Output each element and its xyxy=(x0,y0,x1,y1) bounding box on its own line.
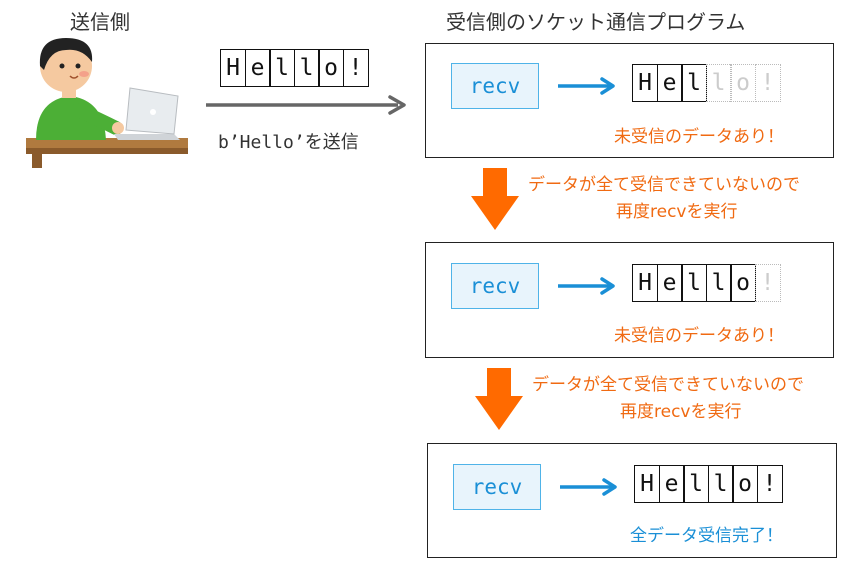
person-with-laptop-icon xyxy=(26,38,188,168)
status-text: 未受信のデータあり！ xyxy=(614,326,784,346)
arrow-right-icon xyxy=(560,478,617,496)
buffer-char: e xyxy=(658,465,685,503)
transition-note-line: 再度recvを実行 xyxy=(620,402,742,422)
buffer-char: e xyxy=(656,64,683,102)
message-char: l xyxy=(269,49,295,87)
arrow-right-icon xyxy=(558,77,615,95)
recv-step-panel: recv H e l l o ! 未受信のデータあり！ xyxy=(425,242,834,358)
status-text: 全データ受信完了！ xyxy=(630,526,783,546)
transition-note: データが全て受信できていないので 再度recvを実行 xyxy=(532,372,804,426)
recv-step-panel: recv H e l l o ! 未受信のデータあり！ xyxy=(425,43,834,158)
recv-buffer: H e l l o ! xyxy=(632,264,781,302)
transition-note-line: データが全て受信できていないので xyxy=(528,175,800,195)
buffer-char-pending: l xyxy=(705,64,732,102)
recv-step-panel: recv H e l l o ! 全データ受信完了！ xyxy=(427,443,837,558)
down-arrow-icon xyxy=(471,168,519,230)
buffer-char: e xyxy=(656,264,683,302)
buffer-char: l xyxy=(681,264,707,302)
buffer-char: l xyxy=(705,264,732,302)
transition-note-line: データが全て受信できていないので xyxy=(532,375,804,395)
send-arrow-icon xyxy=(206,95,406,115)
buffer-char: H xyxy=(632,264,658,302)
sender-message: H e l l o ! xyxy=(220,49,369,87)
status-text: 未受信のデータあり！ xyxy=(614,127,784,147)
down-arrow-icon xyxy=(475,368,523,430)
buffer-char-pending: o xyxy=(730,64,756,102)
buffer-char: H xyxy=(632,64,658,102)
buffer-char: l xyxy=(683,465,709,503)
message-char: ! xyxy=(342,49,369,87)
recv-button: recv xyxy=(451,263,539,309)
recv-button: recv xyxy=(453,464,541,510)
sender-label: 送信側 xyxy=(70,10,130,34)
buffer-char: o xyxy=(732,465,758,503)
buffer-char: ! xyxy=(756,465,783,503)
buffer-char: o xyxy=(730,264,756,302)
arrow-right-icon xyxy=(558,277,615,295)
buffer-char-pending: ! xyxy=(754,64,781,102)
transition-note-line: 再度recvを実行 xyxy=(616,202,738,222)
buffer-char: l xyxy=(681,64,707,102)
message-char: l xyxy=(293,49,320,87)
send-label: b’Hello’を送信 xyxy=(218,132,359,153)
transition-note: データが全て受信できていないので 再度recvを実行 xyxy=(528,172,800,226)
recv-buffer: H e l l o ! xyxy=(632,64,781,102)
recv-buffer: H e l l o ! xyxy=(634,465,783,503)
buffer-char: H xyxy=(634,465,660,503)
recv-button: recv xyxy=(451,63,539,109)
buffer-char-pending: ! xyxy=(754,264,781,302)
message-char: o xyxy=(318,49,344,87)
buffer-char: l xyxy=(707,465,734,503)
message-char: e xyxy=(244,49,271,87)
receiver-title: 受信側のソケット通信プログラム xyxy=(446,10,746,34)
message-char: H xyxy=(220,49,246,87)
